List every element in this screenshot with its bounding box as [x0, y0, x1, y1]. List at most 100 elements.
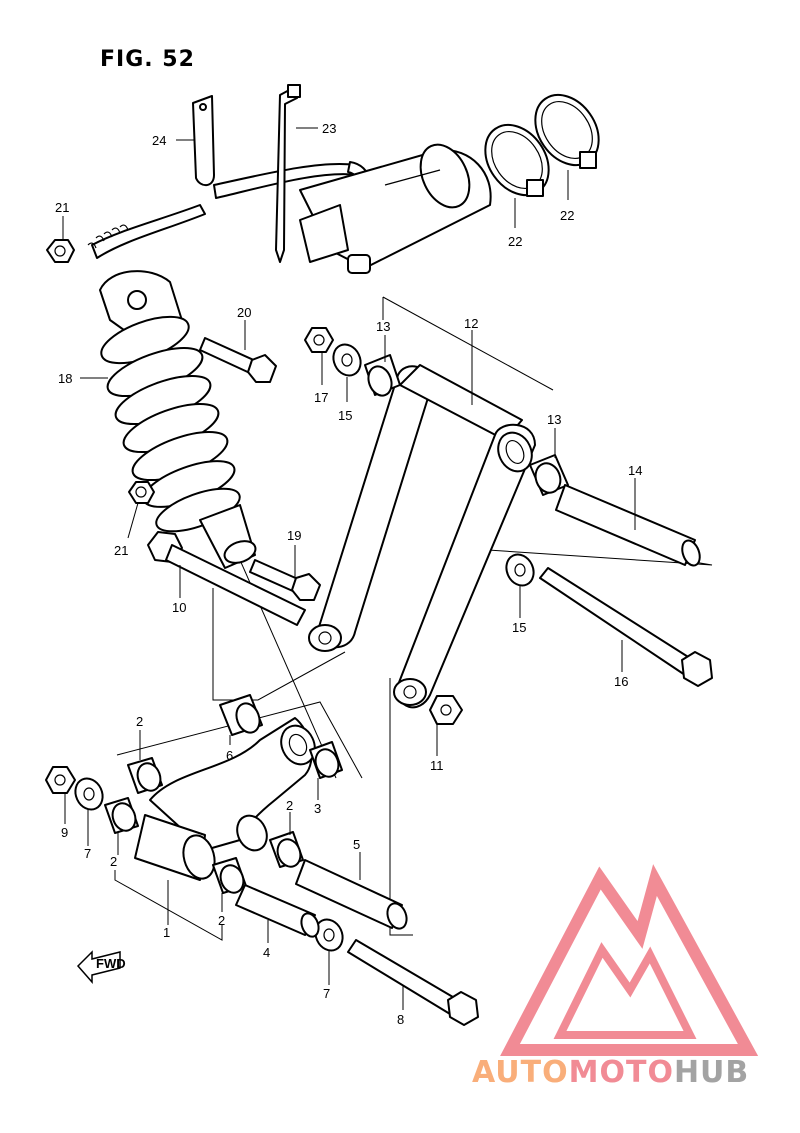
- callout-7-upper: 7: [84, 846, 91, 861]
- reservoir-fitting: [299, 204, 349, 263]
- bearing-2-a: [127, 757, 163, 794]
- washer-15-top-ring: [332, 343, 362, 377]
- callout-21-top: 21: [55, 200, 69, 215]
- hose-coils: [87, 224, 129, 249]
- watermark-text: AUTOMOTOHUB: [472, 1055, 749, 1090]
- clamp-22-b: [534, 93, 600, 169]
- fwd-label: FWD: [96, 956, 126, 971]
- spacer-14-end: [681, 539, 701, 567]
- strap-23: [275, 84, 301, 263]
- bracket-plate: [192, 95, 215, 187]
- rod-crossbar: [399, 364, 523, 441]
- bolt-10: [147, 531, 306, 626]
- callout-6: 6: [226, 748, 233, 763]
- washer-15-lower-ring: [505, 553, 535, 587]
- callout-5: 5: [353, 837, 360, 852]
- nut-9: [45, 766, 76, 794]
- callout-7-lower: 7: [323, 986, 330, 1001]
- shock-eye-hole: [127, 290, 147, 310]
- bearing-2-a-face: [136, 762, 162, 792]
- rod-left-eye-bottom-hole: [318, 631, 332, 645]
- cushion-lever-1: [134, 717, 316, 881]
- bolt-8-head: [447, 991, 479, 1026]
- fwd-arrow-shape: [76, 950, 121, 984]
- spacer-4-tube: [235, 884, 316, 936]
- callout-20: 20: [237, 305, 251, 320]
- lever-boss-front-face: [182, 834, 216, 880]
- bolt-20: [199, 337, 277, 383]
- bearing-2-c-face: [276, 838, 302, 868]
- spacer-14-tube: [555, 484, 696, 566]
- reservoir-mark: [384, 169, 441, 186]
- nut-9-hex: [45, 766, 76, 794]
- callout-13-right: 13: [547, 412, 561, 427]
- callout-18: 18: [58, 371, 72, 386]
- callout-4: 4: [263, 945, 270, 960]
- lever-boss-top: [280, 724, 316, 766]
- bracket-24: [192, 95, 215, 187]
- callout-3: 3: [314, 801, 321, 816]
- reservoir-nut: [347, 254, 371, 274]
- washer-15-top: [332, 343, 362, 377]
- spacer-4: [235, 884, 320, 938]
- callout-23: 23: [322, 121, 336, 136]
- callout-22-b: 22: [560, 208, 574, 223]
- callout-2-d: 2: [218, 913, 225, 928]
- bolt-19: [249, 559, 321, 601]
- bearing-13-top: [364, 354, 401, 397]
- washer-7-lower-ring: [314, 918, 344, 952]
- callout-21-mid: 21: [114, 543, 128, 558]
- lever-boss-top-hole: [288, 733, 308, 757]
- bearing-2-d: [212, 857, 247, 894]
- bolt-10-shank: [165, 544, 306, 626]
- callout-2-a: 2: [136, 714, 143, 729]
- watermark-logo: AUTOMOTOHUB: [472, 864, 759, 1090]
- rod-right-eye-top-hole: [505, 440, 525, 464]
- nut-17: [304, 327, 334, 353]
- group-line-12: [382, 296, 554, 391]
- callout-2-c: 2: [286, 798, 293, 813]
- callout-1: 1: [163, 925, 170, 940]
- callout-11: 11: [430, 758, 444, 773]
- callout-8: 8: [397, 1012, 404, 1027]
- nut-11-hole: [440, 704, 452, 716]
- spacer-4-end: [300, 912, 320, 938]
- cushion-rod-12: [308, 364, 536, 709]
- bearing-2-c: [269, 831, 304, 868]
- shock-bottom-eye: [223, 540, 257, 564]
- nut-17-hex: [304, 327, 334, 353]
- bearing-3-face: [314, 748, 340, 778]
- rod-right-eye-top: [497, 431, 533, 473]
- bolt-8: [347, 939, 479, 1026]
- reservoir-assembly: [87, 143, 492, 274]
- lever-boss-rear: [236, 814, 268, 852]
- clamp-22-a: [484, 123, 550, 197]
- washer-7-lower: [314, 918, 344, 952]
- bolt-20-head: [247, 354, 277, 383]
- clamp-screw-b: [579, 151, 597, 169]
- callout-2-b: 2: [110, 854, 117, 869]
- bearing-13-right: [529, 454, 569, 496]
- rod-left-eye-bottom: [308, 624, 342, 652]
- nut-21-top-hex: [46, 239, 75, 263]
- bolt-16-head: [681, 651, 713, 687]
- nut-21-top-hole: [54, 245, 66, 257]
- group-line-2: [116, 701, 363, 779]
- clamp-screw-a: [526, 179, 544, 197]
- spacer-5-tube: [295, 859, 403, 929]
- cable-tie-head: [287, 84, 301, 98]
- watermark-moto: MOTO: [569, 1055, 674, 1090]
- callout-22-a: 22: [508, 234, 522, 249]
- callout-16: 16: [614, 674, 628, 689]
- watermark-auto: AUTO: [472, 1055, 569, 1090]
- callout-15-top: 15: [338, 408, 352, 423]
- callout-24: 24: [152, 133, 166, 148]
- bearing-2-d-face: [219, 864, 245, 894]
- callout-13-top: 13: [376, 319, 390, 334]
- callout-10: 10: [172, 600, 186, 615]
- watermark-inner-icon: [553, 942, 697, 1039]
- callout-19: 19: [287, 528, 301, 543]
- washer-15-top-hole: [341, 353, 353, 367]
- bracket-hole: [199, 103, 207, 111]
